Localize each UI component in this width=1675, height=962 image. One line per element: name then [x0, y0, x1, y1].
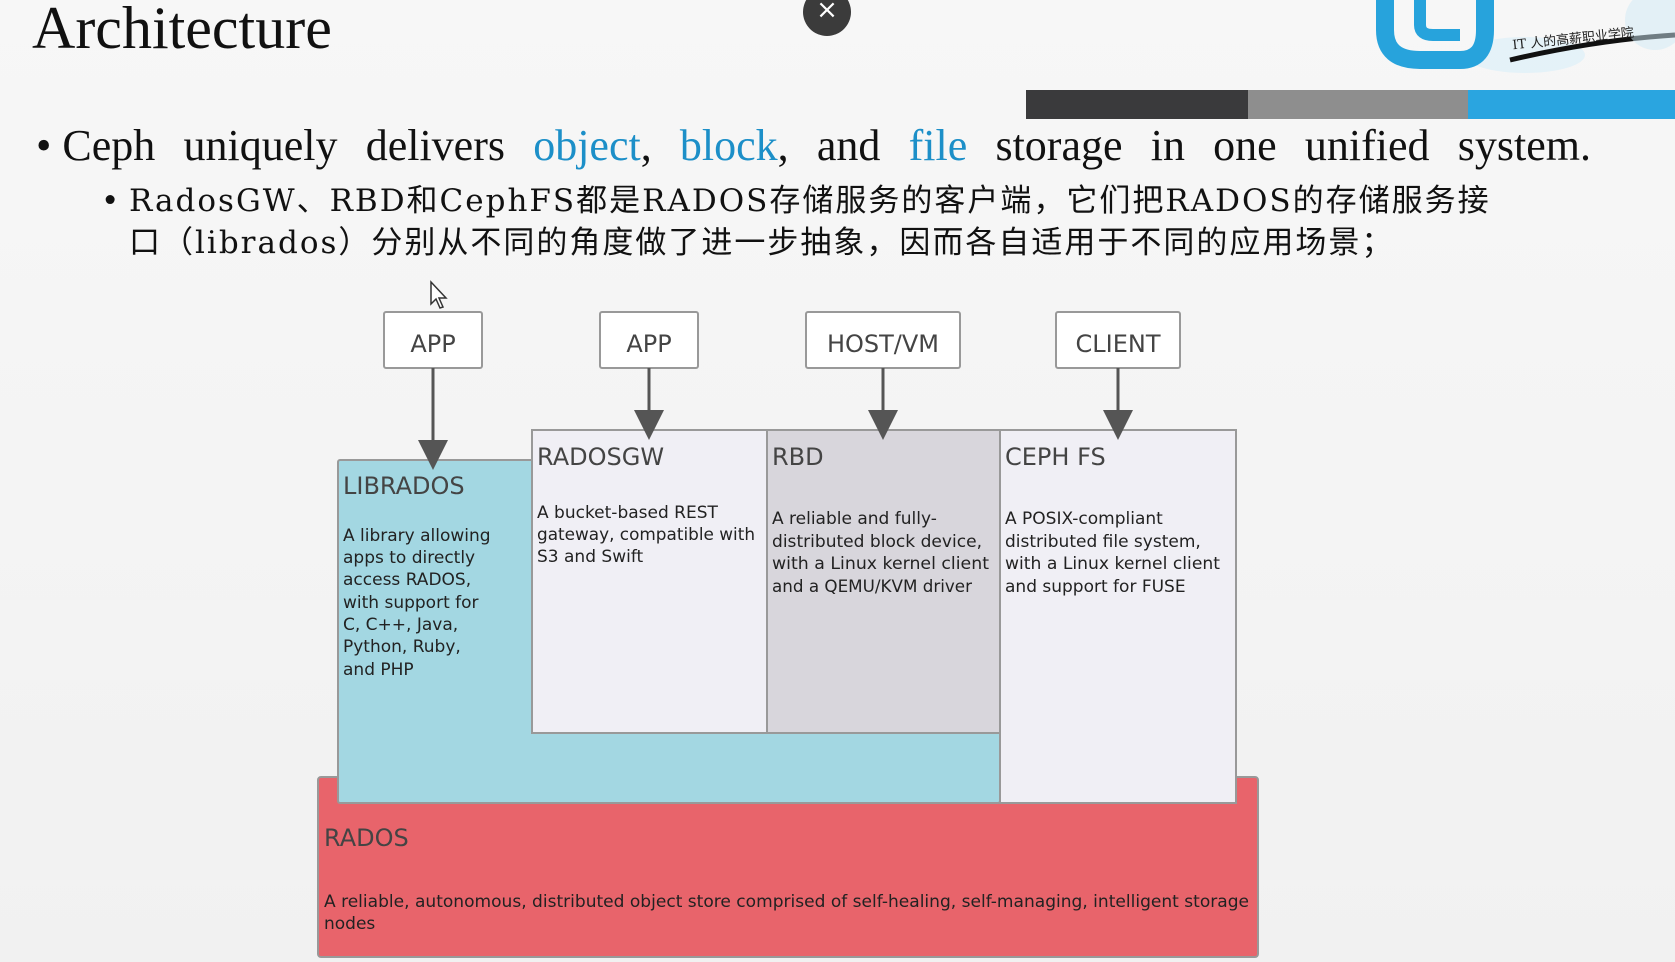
word: uniquely [183, 121, 338, 170]
client-label-app-1: APP [410, 330, 455, 358]
librados-desc-line-6: Python, Ruby, [343, 637, 461, 657]
stripe-grey [1248, 90, 1468, 119]
bullet-secondary-line-2: 口（librados）分别从不同的角度做了进一步抽象，因而各自适用于不同的应用场… [129, 225, 1395, 261]
rados-desc-line-1: A reliable, autonomous, distributed obje… [324, 892, 1249, 912]
radosgw-desc-line-3: S3 and Swift [537, 547, 644, 567]
cephfs-title: CEPH FS [1005, 443, 1106, 471]
rbd-desc-line-4: and a QEMU/KVM driver [772, 577, 972, 597]
word: in [1150, 121, 1185, 170]
radosgw-title: RADOSGW [537, 443, 664, 471]
librados-desc-line-5: C, C++, Java, [343, 615, 458, 635]
radosgw-box [531, 429, 768, 734]
bullet-dot: • Ceph [36, 121, 156, 170]
librados-title: LIBRADOS [343, 472, 465, 500]
word: and [816, 121, 881, 170]
librados-desc-line-7: and PHP [343, 660, 414, 680]
cephfs-box [999, 429, 1237, 804]
cephfs-desc-line-4: and support for FUSE [1005, 577, 1186, 597]
word: storage [995, 121, 1123, 170]
stripe-blue [1468, 90, 1675, 119]
bullet-dot: • [101, 183, 120, 219]
cephfs-desc-line-1: A POSIX-compliant [1005, 509, 1163, 529]
comma: , [777, 121, 789, 170]
radosgw-desc-line-2: gateway, compatible with [537, 525, 755, 545]
word: delivers [365, 121, 505, 170]
rbd-title: RBD [772, 443, 824, 471]
librados-desc-line-4: with support for [343, 593, 479, 613]
client-label-client: CLIENT [1076, 330, 1161, 358]
client-label-host-vm: HOST/VM [827, 330, 939, 358]
brand-logo [1376, 0, 1675, 73]
comma: , [640, 121, 652, 170]
bullet-secondary: • RadosGW、RBD和CephFS都是RADOS存储服务的客户端，它们把R… [101, 180, 1601, 264]
rbd-desc-line-1: A reliable and fully- [772, 509, 937, 529]
word: one [1213, 121, 1277, 170]
slide-title: Architecture [32, 0, 332, 61]
word: Ceph [62, 121, 156, 170]
rbd-desc-line-2: distributed block device, [772, 532, 982, 552]
librados-desc-line-2: apps to directly [343, 548, 475, 568]
decorative-stripes [1026, 90, 1675, 119]
cephfs-desc-line-3: with a Linux kernel client [1005, 554, 1220, 574]
highlight-object: object [533, 121, 641, 170]
word-group: block, [680, 120, 789, 171]
word: unified [1304, 121, 1430, 170]
rados-desc-line-2: nodes [324, 914, 375, 934]
highlight-file: file [908, 121, 968, 170]
client-label-app-2: APP [626, 330, 671, 358]
librados-desc-line-1: A library allowing [343, 526, 491, 546]
mouse-cursor-icon [430, 280, 448, 309]
librados-desc-line-3: access RADOS, [343, 570, 471, 590]
highlight-block: block [679, 121, 778, 170]
stripe-dark [1026, 90, 1248, 119]
rbd-desc-line-3: with a Linux kernel client [772, 554, 989, 574]
word-group: object, [533, 120, 652, 171]
bullet-primary: • Ceph uniquely delivers object, block, … [36, 120, 1591, 171]
word: system. [1457, 121, 1591, 170]
cephfs-desc-line-2: distributed file system, [1005, 532, 1201, 552]
bullet-secondary-line-1: RadosGW、RBD和CephFS都是RADOS存储服务的客户端，它们把RAD… [129, 183, 1491, 219]
rados-title: RADOS [324, 824, 409, 852]
radosgw-desc-line-1: A bucket-based REST [537, 503, 719, 523]
